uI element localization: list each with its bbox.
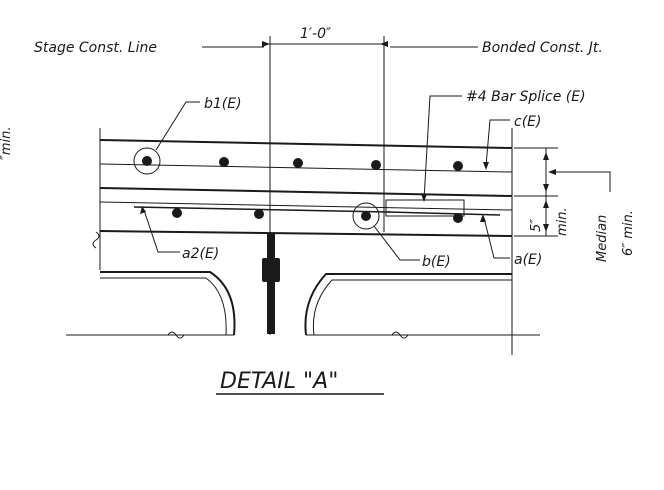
left-min-label: ″min. [0,126,14,160]
a-arrow [480,214,486,222]
slab-bottom-edge [99,230,513,237]
a2-arrow [140,206,146,214]
median-arrow [548,169,556,175]
dimension-1ft-label: 1′-0″ [300,26,332,42]
b-label: b(E) [422,254,451,270]
girder-right-inner [312,279,512,336]
b1-label: b1(E) [204,96,242,112]
a2-leader [143,209,180,253]
break-mark-bottom-right [391,331,409,339]
rebar-top-3 [293,158,303,168]
dim-arrow-4 [543,224,549,232]
rebar-bottom-2 [254,209,264,219]
girder-left [100,271,236,336]
slab-top-edge [99,139,513,149]
c-leader [485,119,510,167]
dim-arrow-2 [543,184,549,192]
rebar-top-1 [142,156,152,166]
median-6in-label: 6″ min. [621,210,636,256]
bar-splice-label: #4 Bar Splice (E) [466,89,586,105]
bonded-const-jt-label: Bonded Const. Jt. [482,40,603,56]
rebar-top-2 [219,157,229,167]
rebar-bottom-3 [361,211,371,221]
stage-const-line-label: Stage Const. Line [34,40,157,56]
bar-a [387,211,501,216]
girder-left-inner [100,277,227,336]
dim-arrow-1 [543,152,549,160]
break-mark-bottom-left [167,331,185,339]
slab-top-line-2 [99,163,513,173]
detail-title: DETAIL "A" [220,369,338,394]
b-leader [373,225,420,261]
c-label: c(E) [514,114,541,130]
a2-label: a2(E) [182,246,219,262]
a-leader [483,217,510,259]
rebar-b-callout-circle [352,202,380,230]
dim-5in-label: 5″ [529,219,544,232]
rebar-b1-callout-circle [133,147,161,175]
bar-splice-arrow [421,194,427,202]
median-leader [552,171,611,192]
dim-arrow-3 [543,200,549,208]
joint-filler [262,258,280,282]
break-mark-left [92,231,100,249]
slab-mid-line-2 [99,201,513,211]
rebar-top-5 [453,161,463,171]
a-label: a(E) [514,252,542,268]
bar-splice-box [385,199,465,217]
dim-5in-min-label: min. [555,207,570,236]
rebar-top-4 [371,160,381,170]
dim-arrow-left [262,41,270,47]
rebar-bottom-1 [172,208,182,218]
slab-mid-line [99,187,513,197]
median-label: Median [595,215,610,262]
bar-a2 [133,206,391,213]
bar-splice-leader [423,95,462,201]
b1-leader [155,101,200,151]
joint-post-solid [267,234,275,334]
c-arrow [483,162,489,170]
girder-right [304,273,512,336]
